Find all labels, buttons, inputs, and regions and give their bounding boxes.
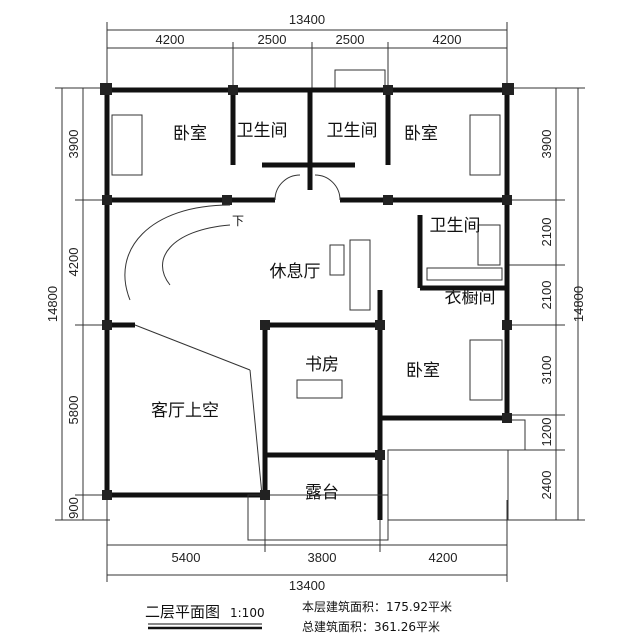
dim-left-3: 5800 xyxy=(66,396,81,425)
room-terrace: 露台 xyxy=(305,483,339,503)
dim-right: 3900 2100 2100 3100 1200 2400 14800 xyxy=(539,130,586,500)
dim-left-1: 3900 xyxy=(66,130,81,159)
dim-top-3: 2500 xyxy=(336,32,365,47)
dim-right-5: 1200 xyxy=(539,418,554,447)
dim-top-total: 13400 xyxy=(289,12,325,27)
drawing-scale: 1:100 xyxy=(230,606,265,620)
dim-right-4: 3100 xyxy=(539,356,554,385)
room-lounge: 休息厅 xyxy=(270,262,321,282)
dim-right-6: 2400 xyxy=(539,471,554,500)
dim-left: 3900 4200 5800 900 14800 xyxy=(45,130,81,519)
total-area: 总建筑面积：361.26平米 xyxy=(302,619,440,634)
dim-bottom-total: 13400 xyxy=(289,578,325,593)
dim-top-2: 2500 xyxy=(258,32,287,47)
room-bedroom-1: 卧室 xyxy=(173,124,207,144)
columns xyxy=(100,83,514,500)
room-labels: 卧室 卫生间 卫生间 卧室 休息厅 卫生间 衣橱间 书房 卧室 客厅上空 露台 xyxy=(151,121,496,503)
room-bathroom-1: 卫生间 xyxy=(237,121,288,141)
floor-area: 本层建筑面积：175.92平米 xyxy=(302,599,452,614)
dim-bottom-3: 4200 xyxy=(429,550,458,565)
dim-left-4: 900 xyxy=(66,497,81,519)
dim-left-total: 14800 xyxy=(45,286,60,322)
drawing-title: 二层平面图 xyxy=(145,603,220,621)
terrace-rail xyxy=(134,324,526,541)
room-wardrobe: 衣橱间 xyxy=(445,288,496,308)
room-bathroom-2: 卫生间 xyxy=(327,121,378,141)
walls xyxy=(104,87,510,520)
room-bedroom-2: 卧室 xyxy=(404,124,438,144)
room-bedroom-3: 卧室 xyxy=(406,361,440,381)
dim-right-3: 2100 xyxy=(539,281,554,310)
dim-bottom-2: 3800 xyxy=(308,550,337,565)
spiral-stair xyxy=(124,174,341,301)
dim-right-1: 3900 xyxy=(539,130,554,159)
room-study: 书房 xyxy=(305,355,339,375)
dim-right-2: 2100 xyxy=(539,218,554,247)
room-bathroom-3: 卫生间 xyxy=(430,216,481,236)
stair-down-label: 下 xyxy=(232,214,244,228)
dim-bottom-1: 5400 xyxy=(172,550,201,565)
dim-left-2: 4200 xyxy=(66,248,81,277)
dim-top-1: 4200 xyxy=(156,32,185,47)
dim-top-4: 4200 xyxy=(433,32,462,47)
room-living-void: 客厅上空 xyxy=(151,401,219,421)
furniture xyxy=(111,114,503,401)
dim-right-total: 14800 xyxy=(571,286,586,322)
